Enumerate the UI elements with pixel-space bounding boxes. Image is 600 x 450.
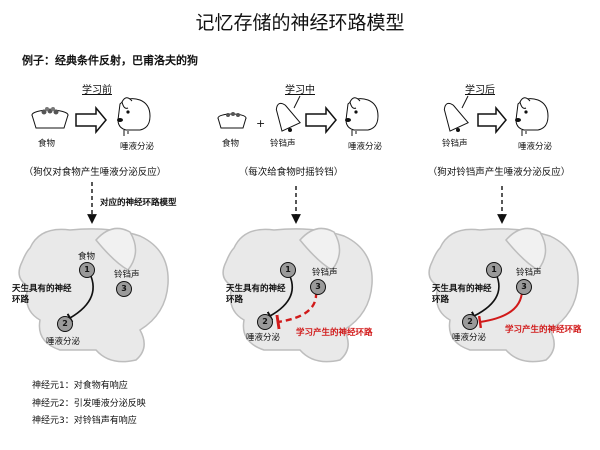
circuit-bell-label: 铃铛声	[516, 268, 542, 278]
circuit-salivation-label: 唾液分泌	[46, 337, 81, 347]
innate-circuit-label: 天生具有的神经环路	[12, 284, 72, 305]
neuron-2: 2	[57, 316, 73, 332]
stage-title-before: 学习前	[82, 85, 112, 96]
circuit-food-label: 食物	[78, 252, 96, 262]
learned-circuit-label: 学习产生的神经环路	[296, 328, 373, 338]
stage-caption-before: （狗仅对食物产生唾液分泌反应）	[23, 167, 167, 178]
neuron-2: 2	[462, 314, 478, 330]
neuron-1: 1	[79, 262, 95, 278]
salivation-label: 唾液分泌	[518, 142, 553, 152]
example-heading: 例子：经典条件反射，巴甫洛夫的狗	[22, 54, 198, 67]
dog-head-icon	[345, 97, 379, 136]
process-arrow-icon	[75, 105, 107, 135]
circuit-model-label: 对应的神经环路模型	[100, 198, 177, 208]
neuron-2: 2	[257, 314, 273, 330]
neuron-3: 3	[116, 281, 132, 297]
neuron-1: 1	[486, 262, 502, 278]
food-label: 食物	[38, 139, 56, 149]
salivation-label: 唾液分泌	[120, 142, 155, 152]
circuit-salivation-label: 唾液分泌	[452, 333, 487, 343]
stage-caption-after: （狗对铃铛声产生唾液分泌反应）	[427, 167, 571, 178]
innate-circuit-label: 天生具有的神经环路	[432, 284, 492, 305]
stage-caption-during: （每次给食物时摇铃铛）	[238, 167, 344, 178]
legend-item: 神经元1：对食物有响应	[32, 381, 128, 391]
food-label: 食物	[222, 139, 240, 149]
dog-head-icon	[515, 97, 549, 136]
stage-title-after: 学习后	[465, 85, 495, 96]
circuit-salivation-label: 唾液分泌	[246, 333, 281, 343]
circuit-bell-label: 铃铛声	[114, 270, 140, 280]
neuron-3: 3	[516, 279, 532, 295]
plus-sign: +	[256, 117, 266, 130]
bell-label: 铃铛声	[270, 139, 296, 149]
bell-icon	[275, 95, 301, 132]
learned-pathway-forming	[275, 291, 318, 330]
process-arrow-icon	[305, 105, 337, 135]
process-arrow-icon	[477, 105, 507, 135]
legend-item: 神经元3：对铃铛声有响应	[32, 416, 137, 426]
salivation-label: 唾液分泌	[348, 142, 383, 152]
stage-title-during: 学习中	[285, 85, 315, 96]
neuron-3: 3	[310, 279, 326, 295]
bell-icon	[443, 95, 469, 132]
bell-label: 铃铛声	[442, 139, 468, 149]
neuron-1: 1	[280, 262, 296, 278]
legend-item: 神经元2：引发唾液分泌反映	[32, 399, 146, 409]
food-bowl-icon	[31, 107, 69, 129]
dog-head-icon	[117, 97, 151, 136]
learned-circuit-label: 学习产生的神经环路	[505, 325, 582, 335]
page-title: 记忆存储的神经环路模型	[195, 12, 405, 34]
dog-silhouette	[18, 227, 169, 363]
circuit-bell-label: 铃铛声	[312, 268, 338, 278]
food-bowl-icon	[217, 112, 247, 129]
innate-circuit-label: 天生具有的神经环路	[226, 284, 286, 305]
